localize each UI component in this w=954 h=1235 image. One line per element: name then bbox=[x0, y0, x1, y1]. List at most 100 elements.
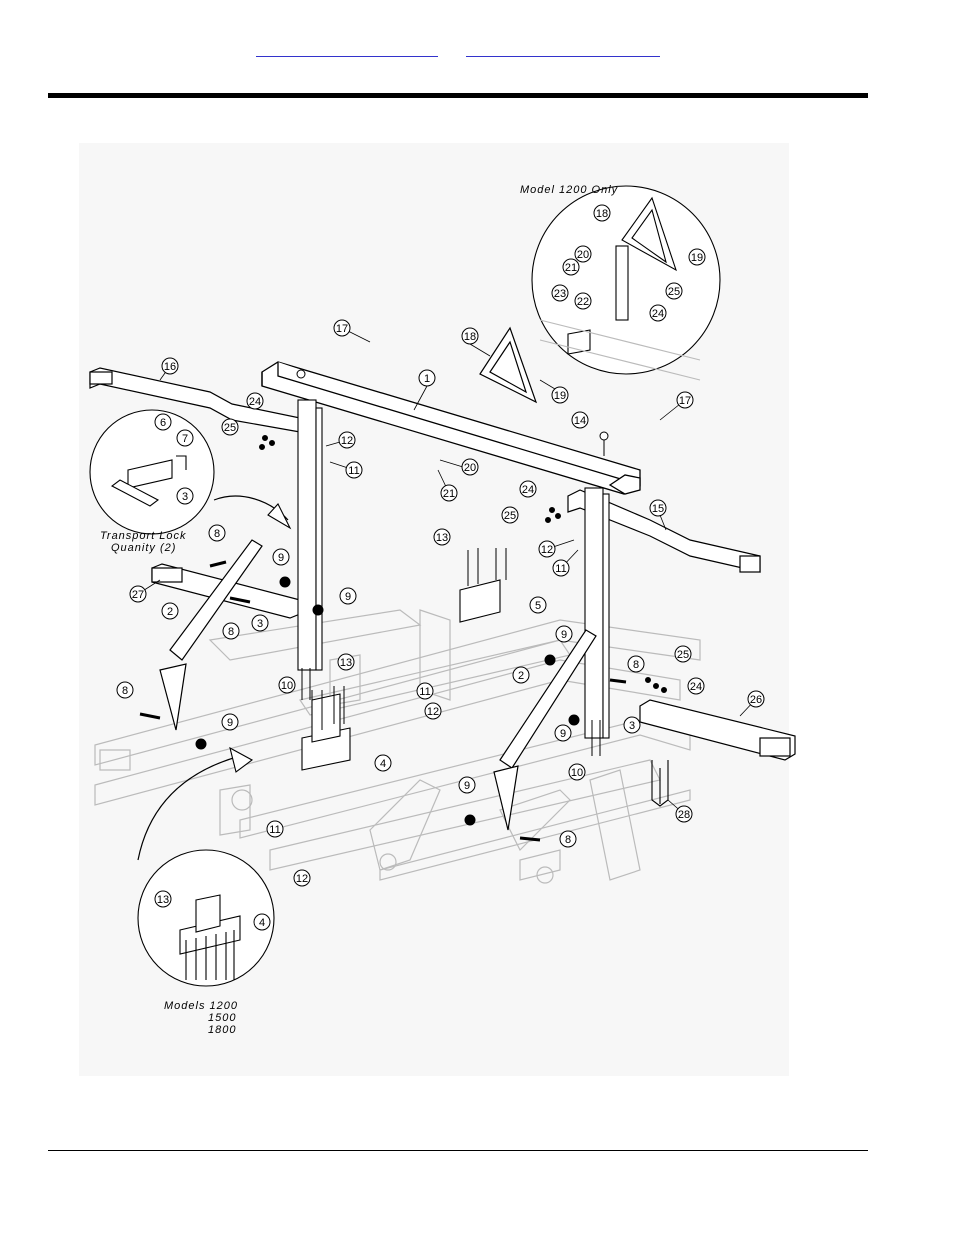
callout-text: 8 bbox=[122, 685, 128, 697]
callout-text: 5 bbox=[535, 600, 541, 612]
callout-text: 19 bbox=[691, 252, 703, 264]
callout-26 bbox=[747, 690, 765, 708]
callout-12b bbox=[538, 540, 556, 558]
callout-25a bbox=[221, 418, 239, 436]
callout-17a bbox=[333, 319, 351, 337]
callout-text: 4 bbox=[380, 758, 386, 770]
callout-3c bbox=[176, 487, 194, 505]
callout-7 bbox=[176, 429, 194, 447]
callout-18a bbox=[461, 327, 479, 345]
transport-lock-caption-2: Quanity (2) bbox=[111, 542, 176, 554]
u-bolts bbox=[651, 760, 669, 807]
callout-text: 17 bbox=[336, 323, 348, 335]
callout-3b bbox=[623, 716, 641, 734]
callout-text: 18 bbox=[596, 208, 608, 220]
inset-caption-model-1200: Model 1200 Only bbox=[520, 184, 619, 196]
callout-8d bbox=[559, 830, 577, 848]
callout-text: 9 bbox=[278, 552, 284, 564]
callout-text: 1 bbox=[424, 373, 430, 385]
callout-text: 23 bbox=[554, 288, 566, 300]
vertical-posts bbox=[297, 399, 610, 739]
callout-text: 13 bbox=[157, 894, 169, 906]
callout-24d bbox=[649, 304, 667, 322]
callout-11a bbox=[345, 461, 363, 479]
callout-text: 18 bbox=[464, 331, 476, 343]
callout-text: 28 bbox=[678, 809, 690, 821]
callout-text: 9 bbox=[561, 629, 567, 641]
callout-2a bbox=[161, 602, 179, 620]
callout-text: 20 bbox=[464, 462, 476, 474]
callout-text: 11 bbox=[419, 686, 430, 698]
callout-28 bbox=[675, 805, 693, 823]
models-inset bbox=[137, 746, 275, 987]
callout-text: 9 bbox=[464, 780, 470, 792]
callout-4a bbox=[374, 754, 392, 772]
nav-link-2[interactable] bbox=[466, 42, 660, 57]
callout-text: 21 bbox=[443, 488, 455, 500]
callout-21b bbox=[562, 258, 580, 276]
callout-text: 24 bbox=[249, 396, 261, 408]
callout-text: 10 bbox=[281, 680, 293, 692]
callout-text: 24 bbox=[652, 308, 664, 320]
callout-text: 17 bbox=[679, 395, 691, 407]
callout-text: 13 bbox=[436, 532, 448, 544]
callout-text: 16 bbox=[164, 361, 176, 373]
callout-22 bbox=[574, 292, 592, 310]
callout-text: 2 bbox=[518, 670, 524, 682]
header-rule bbox=[48, 93, 868, 98]
callout-text: 24 bbox=[690, 681, 702, 693]
transport-lock-caption-1: Transport Lock bbox=[100, 530, 187, 542]
callout-20b bbox=[574, 245, 592, 263]
models-caption-1: Models 1200 bbox=[164, 1000, 238, 1012]
callout-text: 24 bbox=[522, 484, 534, 496]
callout-5 bbox=[529, 596, 547, 614]
callout-9e bbox=[554, 724, 572, 742]
callout-9f bbox=[458, 776, 476, 794]
callout-14 bbox=[571, 411, 589, 429]
callout-text: 25 bbox=[668, 286, 680, 298]
callout-25d bbox=[665, 282, 683, 300]
callout-text: 21 bbox=[565, 262, 577, 274]
callout-text: 2 bbox=[167, 606, 173, 618]
callout-text: 12 bbox=[341, 435, 353, 447]
callout-text: 25 bbox=[224, 422, 236, 434]
left-wing-beam bbox=[89, 367, 301, 433]
callout-text: 19 bbox=[554, 390, 566, 402]
callout-text: 3 bbox=[257, 618, 263, 630]
callout-text: 8 bbox=[633, 659, 639, 671]
callout-4b bbox=[253, 913, 271, 931]
callout-text: 26 bbox=[750, 694, 762, 706]
callout-text: 13 bbox=[340, 657, 352, 669]
callout-25b bbox=[501, 506, 519, 524]
callout-16 bbox=[161, 357, 179, 375]
callout-text: 25 bbox=[677, 649, 689, 661]
transport-lock-inset bbox=[89, 409, 292, 535]
callout-1 bbox=[418, 369, 436, 387]
callout-text: 12 bbox=[296, 873, 308, 885]
callout-text: 4 bbox=[259, 917, 265, 929]
callout-text: 11 bbox=[348, 465, 359, 477]
callout-9c bbox=[221, 713, 239, 731]
frame-structure bbox=[94, 609, 701, 884]
callout-labels bbox=[116, 204, 765, 931]
lower-right-beam bbox=[639, 699, 796, 761]
callout-text: 20 bbox=[577, 249, 589, 261]
top-links bbox=[0, 42, 954, 58]
callout-text: 9 bbox=[560, 728, 566, 740]
callout-11d bbox=[266, 820, 284, 838]
callout-11c bbox=[416, 682, 434, 700]
captions: Model 1200 Only Transport Lock Quanity (… bbox=[100, 184, 619, 1036]
callout-13a bbox=[433, 528, 451, 546]
callout-13c bbox=[154, 890, 172, 908]
callout-2b bbox=[512, 666, 530, 684]
diagonal-arms bbox=[159, 539, 597, 831]
callout-25c bbox=[674, 645, 692, 663]
callout-6 bbox=[154, 413, 172, 431]
nav-link-1[interactable] bbox=[256, 42, 438, 57]
callout-20a bbox=[461, 458, 479, 476]
callout-8e bbox=[627, 655, 645, 673]
callout-12a bbox=[338, 431, 356, 449]
callout-text: 22 bbox=[577, 296, 589, 308]
callout-text: 3 bbox=[629, 720, 635, 732]
